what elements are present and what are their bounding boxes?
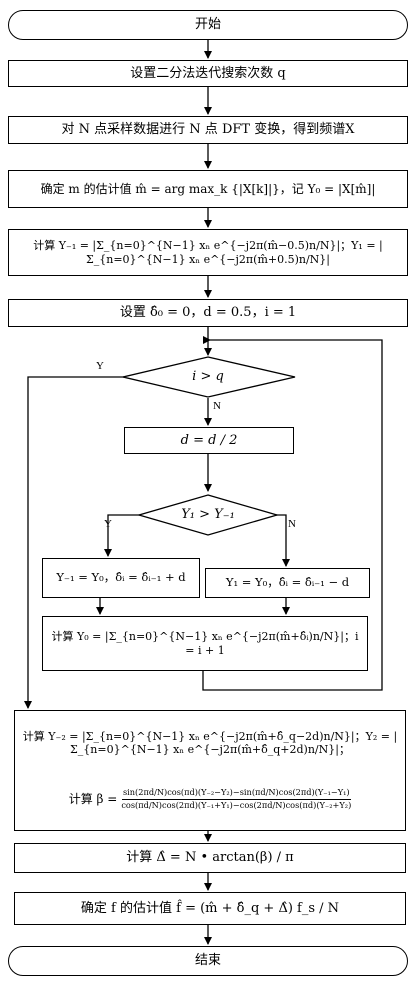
step-estimate-f-text: 确定 f 的估计值 f̂ = (m̂ + δ̂_q + Δ̂) f_s / N (80, 900, 340, 916)
step-calc-y-pm2-text: 计算 Y₋₂ = |Σ_{n=0}^{N−1} xₙ e^{−j2π(m̂+δ̂… (22, 729, 398, 757)
decision-y1-gt-yneg1-text: Y₁ > Y₋₁ (181, 507, 235, 522)
label-no-1: N (213, 400, 221, 412)
step-calc-y-neg1-y1: 计算 Y₋₁ = |Σ_{n=0}^{N−1} xₙ e^{−j2π(m̂−0.… (8, 229, 408, 276)
step-halve-d: d = d / 2 (124, 427, 294, 454)
label-no-2: N (288, 518, 296, 530)
step-calc-delta-text: 计算 Δ̂ = N • arctan(β) / π (126, 850, 294, 866)
start-terminal: 开始 (8, 10, 408, 40)
step-init-text: 设置 δ̂₀ = 0，d = 0.5，i = 1 (119, 305, 297, 321)
step-update-left-text: Y₋₁ = Y₀，δ̂ᵢ = δ̂ᵢ₋₁ + d (56, 570, 186, 585)
beta-denominator: cos(πd/N)cos(2πd)(Y₋₁+Y₁)−cos(2πd/N)cos(… (121, 800, 352, 811)
step-estimate-m-text: 确定 m 的估计值 m̂ = arg max_k {|X[k]|}，记 Y₀ =… (40, 181, 376, 196)
step-update-right: Y₁ = Y₀，δ̂ᵢ = δ̂ᵢ₋₁ − d (205, 568, 370, 598)
beta-numerator: sin(2πd/N)cos(πd)(Y₋₂−Y₂)−sin(πd/N)cos(2… (121, 787, 351, 801)
end-label: 结束 (194, 953, 221, 969)
step-calc-y-pm2-beta: 计算 Y₋₂ = |Σ_{n=0}^{N−1} xₙ e^{−j2π(m̂+δ̂… (14, 710, 406, 831)
decision-i-gt-q: i > q (158, 369, 258, 384)
step-calc-y-neg1-y1-text: 计算 Y₋₁ = |Σ_{n=0}^{N−1} xₙ e^{−j2π(m̂−0.… (33, 239, 383, 266)
step-calc-y0: 计算 Y₀ = |Σ_{n=0}^{N−1} xₙ e^{−j2π(m̂+δ̂ᵢ… (42, 616, 368, 671)
step-estimate-m: 确定 m 的估计值 m̂ = arg max_k {|X[k]|}，记 Y₀ =… (8, 170, 408, 208)
beta-formula-row: 计算 β = sin(2πd/N)cos(πd)(Y₋₂−Y₂)−sin(πd/… (68, 787, 352, 811)
step-init: 设置 δ̂₀ = 0，d = 0.5，i = 1 (8, 299, 408, 327)
decision-i-gt-q-text: i > q (192, 369, 224, 384)
step-calc-y0-text: 计算 Y₀ = |Σ_{n=0}^{N−1} xₙ e^{−j2π(m̂+δ̂ᵢ… (51, 630, 359, 657)
step-set-iterations-text: 设置二分法迭代搜索次数 q (130, 65, 286, 81)
label-yes-1: Y (96, 360, 104, 372)
step-estimate-f: 确定 f 的估计值 f̂ = (m̂ + δ̂_q + Δ̂) f_s / N (14, 892, 406, 925)
step-dft-text: 对 N 点采样数据进行 N 点 DFT 变换，得到频谱X (61, 122, 355, 138)
step-set-iterations: 设置二分法迭代搜索次数 q (8, 60, 408, 87)
step-update-right-text: Y₁ = Y₀，δ̂ᵢ = δ̂ᵢ₋₁ − d (225, 575, 350, 590)
end-terminal: 结束 (8, 946, 408, 976)
beta-fraction: sin(2πd/N)cos(πd)(Y₋₂−Y₂)−sin(πd/N)cos(2… (121, 787, 352, 811)
label-yes-2: Y (104, 518, 112, 530)
start-label: 开始 (194, 17, 221, 33)
decision-y1-gt-yneg1: Y₁ > Y₋₁ (158, 507, 258, 522)
step-calc-delta: 计算 Δ̂ = N • arctan(β) / π (14, 843, 406, 873)
step-halve-d-text: d = d / 2 (180, 432, 238, 448)
beta-prefix: 计算 β = (68, 792, 118, 807)
step-update-left: Y₋₁ = Y₀，δ̂ᵢ = δ̂ᵢ₋₁ + d (42, 558, 200, 598)
step-dft: 对 N 点采样数据进行 N 点 DFT 变换，得到频谱X (8, 116, 408, 144)
